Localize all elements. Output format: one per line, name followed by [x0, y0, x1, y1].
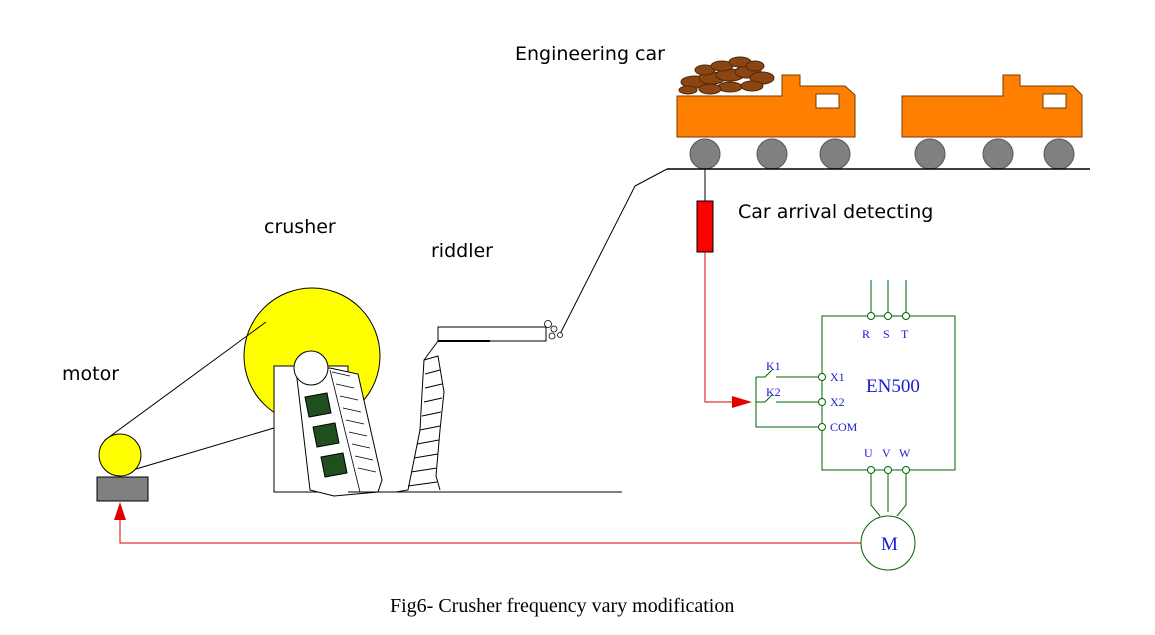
inverter: [755, 280, 956, 571]
riddler: [395, 326, 547, 493]
ore-pile: [678, 56, 775, 95]
conveyor-rollers: [544, 320, 563, 340]
input-t-label: T: [901, 327, 909, 341]
inverter-model: EN500: [866, 376, 920, 397]
terminal-com-label: COM: [830, 420, 858, 434]
car-arrival-label: Car arrival detecting: [738, 201, 933, 223]
motor-label: motor: [62, 363, 119, 385]
sensor-arrow-head: [732, 396, 752, 408]
figure-caption: Fig6- Crusher frequency vary modificatio…: [390, 595, 734, 617]
conveyor-belt: [558, 168, 668, 337]
engineering-car-loaded: [676, 56, 856, 138]
output-u-label: U: [864, 446, 873, 460]
crusher-teeth: [329, 369, 377, 493]
motor-feedback-wire: [119, 514, 866, 544]
motor-symbol: [860, 515, 916, 571]
motor-pulley: [98, 433, 142, 477]
drive-belt-bottom: [125, 427, 275, 473]
crusher-plates: [304, 392, 348, 478]
terminal-x2-label: X2: [830, 395, 845, 409]
motor-symbol-label: M: [881, 534, 898, 555]
engineering-car-empty: [901, 74, 1083, 138]
engineering-car-label: Engineering car: [515, 43, 665, 65]
motor-body: [96, 476, 149, 502]
output-w-label: W: [899, 446, 911, 460]
crusher-hub: [293, 350, 329, 386]
drive-belt-top: [104, 321, 267, 441]
switch-k2: [756, 394, 818, 403]
riddler-label: riddler: [431, 240, 493, 262]
car-wheels: [689, 138, 1075, 170]
input-r-label: R: [862, 327, 870, 341]
crusher-label: crusher: [264, 216, 336, 238]
sensor-signal-wire: [704, 252, 740, 403]
terminal-x1-label: X1: [830, 370, 845, 384]
switch-k1: [756, 369, 818, 378]
input-s-label: S: [883, 327, 890, 341]
car-arrival-sensor: [696, 200, 714, 253]
output-v-label: V: [882, 446, 891, 460]
motor-arrow-head: [114, 502, 126, 520]
switch-k2-label: K2: [766, 385, 781, 399]
switch-k1-label: K1: [766, 359, 781, 373]
crusher: [243, 287, 383, 497]
